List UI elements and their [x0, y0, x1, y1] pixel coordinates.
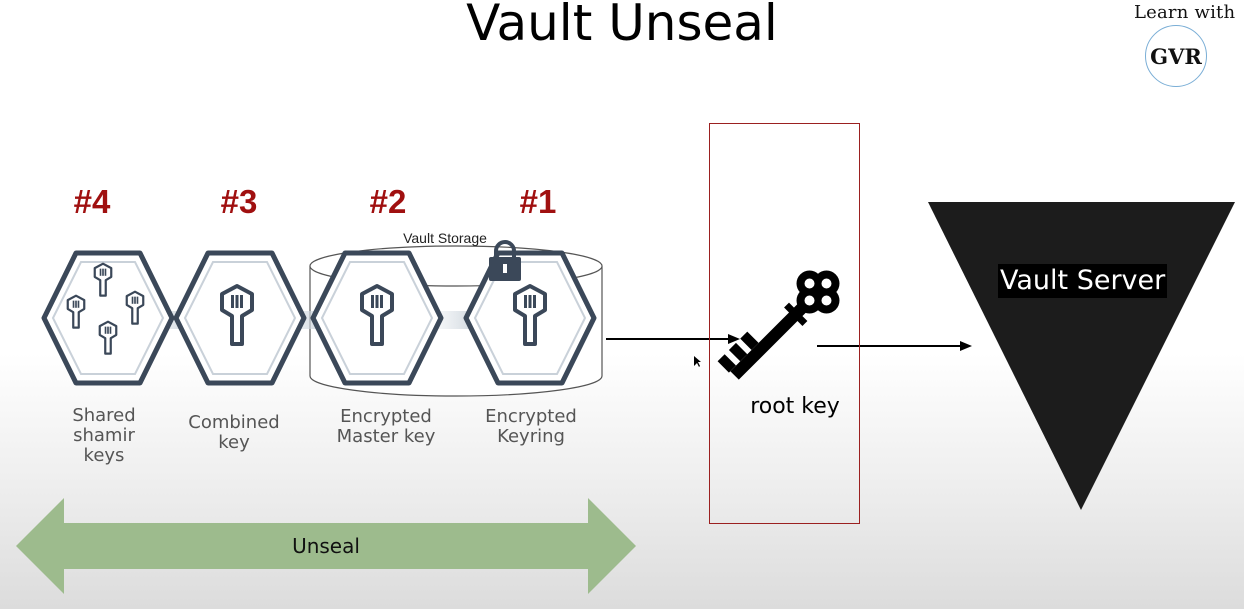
combined-key-icon [176, 253, 304, 383]
root-key-label: root key [750, 394, 840, 419]
root-key-box [709, 123, 860, 524]
vault-storage-label: Vault Storage [403, 230, 487, 246]
caption-combined-key: Combined key [188, 412, 280, 453]
arrow-to-vault-server [817, 341, 972, 351]
step-number-1: #1 [519, 183, 557, 220]
step-number-2: #2 [369, 183, 407, 220]
brand-text: Learn with [1134, 2, 1236, 23]
shamir-keys-icon [44, 253, 172, 383]
caption-shared-shamir-keys: Shared shamir keys [72, 405, 136, 466]
mouse-cursor-icon [694, 356, 701, 367]
vault-server-label: Vault Server [998, 264, 1168, 298]
step-number-3: #3 [220, 183, 258, 220]
caption-encrypted-keyring: Encrypted Keyring [485, 406, 577, 447]
step-number-4: #4 [73, 183, 111, 220]
unseal-label: Unseal [292, 534, 360, 558]
page-title: Vault Unseal [466, 0, 778, 52]
brand-logo: GVR [1145, 25, 1207, 87]
caption-encrypted-master-key: Encrypted Master key [336, 406, 436, 447]
root-key-icon [717, 270, 840, 380]
padlock-icon [489, 240, 521, 281]
unseal-double-arrow [16, 498, 636, 594]
vault-server-shape [928, 202, 1235, 510]
